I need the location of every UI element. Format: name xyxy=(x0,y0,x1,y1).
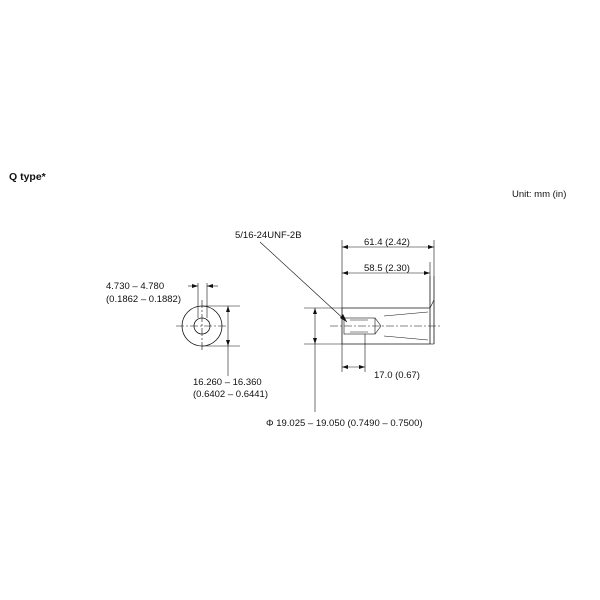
hole-dia-in-label: (0.1862 – 0.1882) xyxy=(106,294,182,305)
hub-dia-in-label: (0.6402 – 0.6441) xyxy=(193,389,269,400)
shaft-dia-label: Φ 19.025 – 19.050 (0.7490 – 0.7500) xyxy=(266,418,423,429)
end-view xyxy=(176,283,240,376)
thread-leader xyxy=(259,241,348,323)
hole-dia-mm-label: 4.730 – 4.780 xyxy=(106,281,165,292)
thread-label: 5/16-24UNF-2B xyxy=(235,230,302,241)
drawing-title: Q type* xyxy=(9,171,46,183)
side-view xyxy=(259,240,440,412)
hub-dia-mm-label: 16.260 – 16.360 xyxy=(193,377,262,388)
overall-length-label: 61.4 (2.42) xyxy=(364,237,410,248)
thread-depth-label: 17.0 (0.67) xyxy=(374,370,420,381)
unit-label: Unit: mm (in) xyxy=(512,189,567,200)
shaft-length-label: 58.5 (2.30) xyxy=(364,263,410,274)
